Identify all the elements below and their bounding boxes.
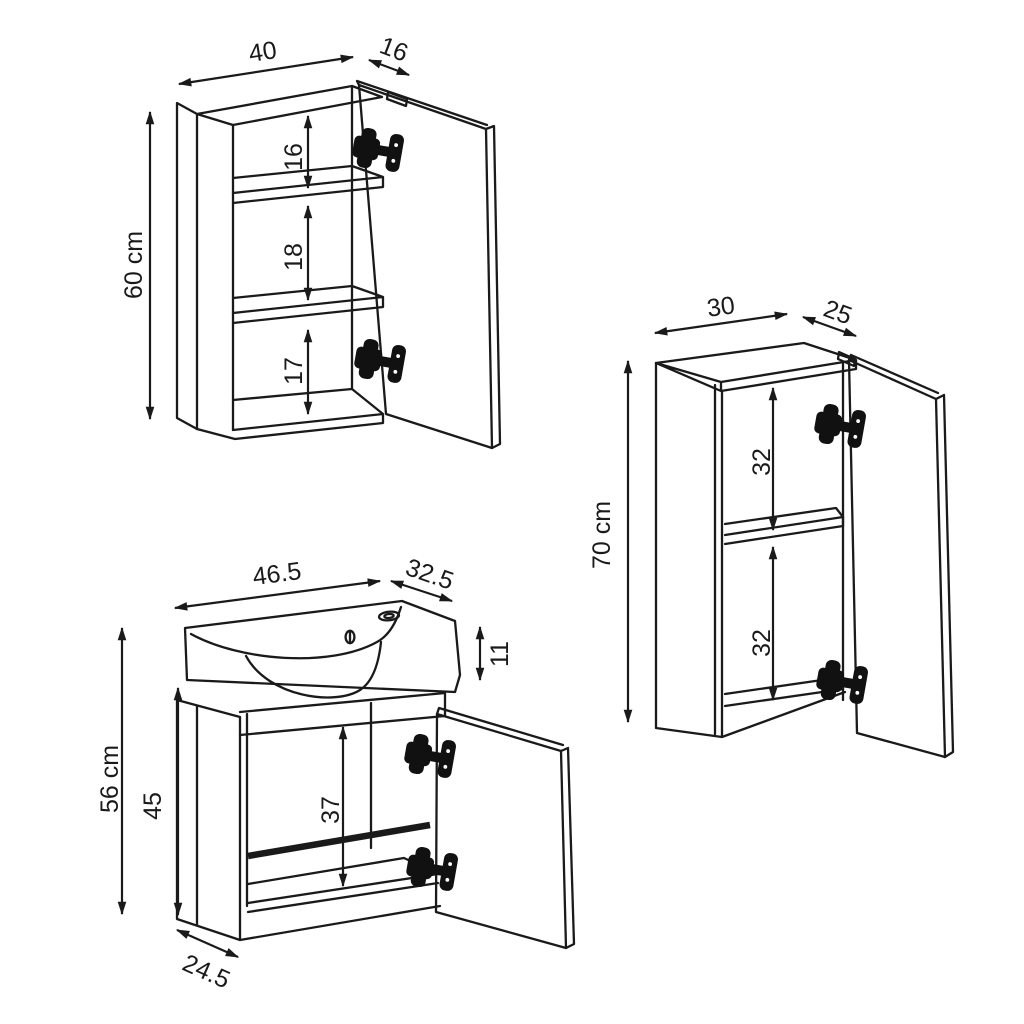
mirror-cabinet-drawing: 40 16 60 cm 16 18 17	[120, 31, 502, 450]
side-compartment-bottom-label: 32	[748, 629, 776, 657]
top-panel	[195, 84, 384, 127]
vanity-carcass-height-label: 45	[139, 792, 167, 820]
hinge-icon	[811, 401, 868, 450]
shelf	[231, 284, 385, 325]
width-arrow	[173, 578, 382, 611]
base-depth-arrow	[175, 928, 240, 959]
side-cabinet-door	[836, 350, 955, 759]
mirror-depth-label: 16	[376, 31, 412, 67]
vanity-door-opening-label: 37	[317, 796, 345, 824]
vanity-height-label: 56 cm	[96, 745, 124, 813]
vanity-washbasin	[183, 599, 462, 699]
mirror-gap-middle-label: 18	[280, 243, 308, 271]
door-side-edge	[934, 393, 955, 759]
apron-rail	[238, 691, 447, 737]
door-panel	[357, 83, 494, 450]
door-top-edge	[847, 353, 940, 395]
mirror-cabinet-dimensions: 40 16 60 cm 16 18 17	[120, 31, 412, 421]
side-height-label: 70 cm	[588, 501, 616, 569]
side-cabinet-carcass	[654, 341, 858, 739]
door-side-edge	[559, 746, 576, 950]
door-side-edge	[484, 124, 502, 450]
depth-arrow	[367, 58, 411, 77]
bottom-panel	[195, 387, 385, 441]
vanity-depth-label: 32.5	[402, 553, 457, 595]
side-panel	[175, 698, 242, 942]
vanity-unit-drawing: 46.5 32.5 11 56 cm 45 37 24.5	[96, 553, 576, 994]
shelf	[723, 506, 845, 546]
tap-hole-inner	[383, 612, 395, 620]
top-panel	[654, 341, 858, 393]
basin-rim-curve	[189, 605, 403, 660]
door-mount-plate	[836, 350, 857, 368]
mirror-width-label: 40	[247, 36, 279, 68]
side-width-label: 30	[705, 291, 736, 323]
vanity-carcass	[175, 691, 447, 942]
tap-hole	[377, 610, 401, 622]
hinge-icon	[403, 844, 460, 893]
side-panel	[175, 101, 199, 431]
mirror-gap-top-label: 16	[280, 143, 308, 171]
door-mount-plate	[385, 90, 409, 108]
hinge-icon	[401, 731, 458, 780]
hinge-icon	[813, 657, 870, 706]
door-top-edge	[435, 706, 565, 747]
back-rail	[247, 821, 431, 860]
depth-arrow	[801, 315, 858, 338]
vanity-door	[434, 706, 576, 950]
mirror-cabinet-door	[355, 79, 502, 450]
mirror-height-label: 60 cm	[120, 231, 148, 299]
side-cabinet-dimensions: 30 25 70 cm 32 32	[588, 291, 858, 724]
basin-outline	[183, 599, 462, 694]
side-compartment-top-label: 32	[748, 448, 776, 476]
depth-arrow	[389, 579, 454, 603]
basin-bowl-curve	[244, 640, 383, 699]
door-top-edge	[355, 79, 489, 127]
mirror-cabinet-carcass	[175, 84, 385, 441]
hinge-icon	[349, 125, 406, 174]
width-arrow	[653, 311, 789, 336]
side-cabinet-drawing: 30 25 70 cm 32 32	[588, 291, 955, 759]
side-panel	[654, 361, 724, 739]
vanity-base-depth-label: 24.5	[178, 949, 234, 994]
mirror-gap-bottom-label: 17	[280, 357, 308, 385]
vanity-width-label: 46.5	[251, 557, 303, 591]
carcass-bottom-edge	[238, 904, 442, 942]
width-arrow	[177, 54, 355, 87]
vanity-basin-height-label: 11	[486, 641, 514, 667]
